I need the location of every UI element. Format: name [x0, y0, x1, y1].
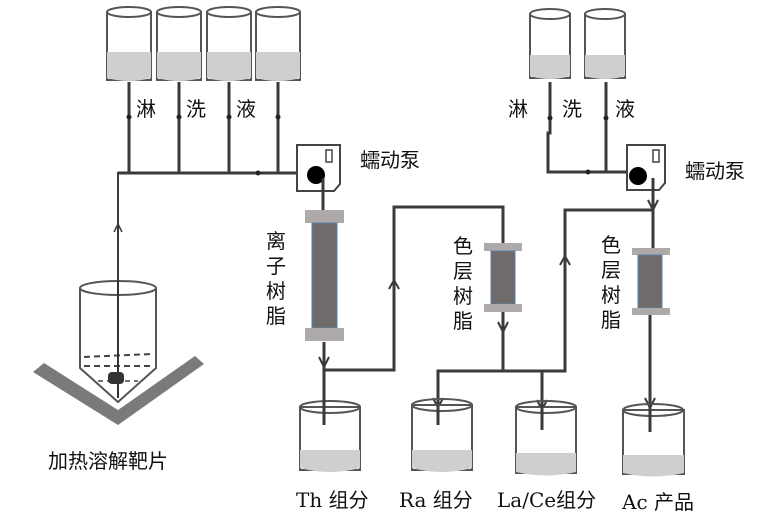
- output-label-lace: La/Ce组分: [497, 488, 596, 512]
- chrom-resin-label-char: 树: [601, 283, 621, 307]
- target-label: 加热溶解靶片: [48, 449, 168, 473]
- heating-block: [33, 356, 204, 425]
- chrom-resin-label-char: 树: [453, 284, 473, 308]
- chrom-resin-label-char: 脂: [601, 308, 621, 332]
- output-label-th: Th 组分: [296, 488, 369, 512]
- eluent-label-char: 液: [615, 97, 635, 121]
- eluent-lines-left: [113, 82, 318, 390]
- ion-resin-label-char: 树: [266, 279, 286, 303]
- eluent-label-char: 淋: [508, 97, 528, 121]
- peristaltic-pump-left: [296, 144, 341, 210]
- ion-resin-label-char: 脂: [266, 304, 286, 328]
- ion-resin-label-char: 离: [266, 229, 286, 253]
- eluent-reservoir: [206, 6, 252, 81]
- eluent-reservoir: [584, 8, 626, 79]
- eluent-reservoir: [529, 8, 571, 79]
- eluent-reservoirs-right: [529, 8, 626, 79]
- target-piece: [108, 372, 124, 384]
- eluent-label-char: 洗: [562, 97, 582, 121]
- output-label-ac: Ac 产品: [621, 490, 694, 514]
- eluent-lines-right: [546, 82, 640, 175]
- output-beaker-ac: [622, 403, 685, 477]
- output-beaker-lace: [515, 400, 577, 476]
- chrom-resin-label-char: 色: [453, 234, 473, 258]
- output-label-ra: Ra 组分: [399, 488, 473, 512]
- ion-resin-label-char: 子: [266, 254, 286, 278]
- peristaltic-pump-right: [626, 144, 666, 248]
- pump-label: 蠕动泵: [360, 148, 420, 172]
- chromatography-column-1: [484, 243, 522, 372]
- eluent-label-char: 淋: [136, 97, 156, 121]
- chrom-resin-label-char: 层: [453, 259, 473, 283]
- pump-rotor-icon: [629, 167, 647, 185]
- chrom-resin-label-char: 脂: [453, 309, 473, 333]
- output-beaker-ra: [411, 398, 473, 472]
- chrom-resin-label-char: 层: [601, 258, 621, 282]
- target-dissolution-vessel: [33, 280, 204, 425]
- chromatography-column-2: [632, 248, 670, 411]
- transfer-line-1: [324, 205, 505, 372]
- eluent-reservoirs-left: [106, 6, 301, 81]
- pump-label: 蠕动泵: [685, 159, 745, 183]
- output-beaker-th: [299, 398, 361, 472]
- chrom-resin-label-char: 色: [601, 233, 621, 257]
- eluent-reservoir: [106, 6, 152, 81]
- ion-exchange-column: [305, 210, 344, 400]
- eluent-label-char: 液: [236, 97, 256, 121]
- eluent-reservoir: [255, 6, 301, 81]
- eluent-reservoir: [156, 6, 202, 81]
- eluent-label-char: 洗: [186, 97, 206, 121]
- pump-rotor-icon: [307, 166, 325, 184]
